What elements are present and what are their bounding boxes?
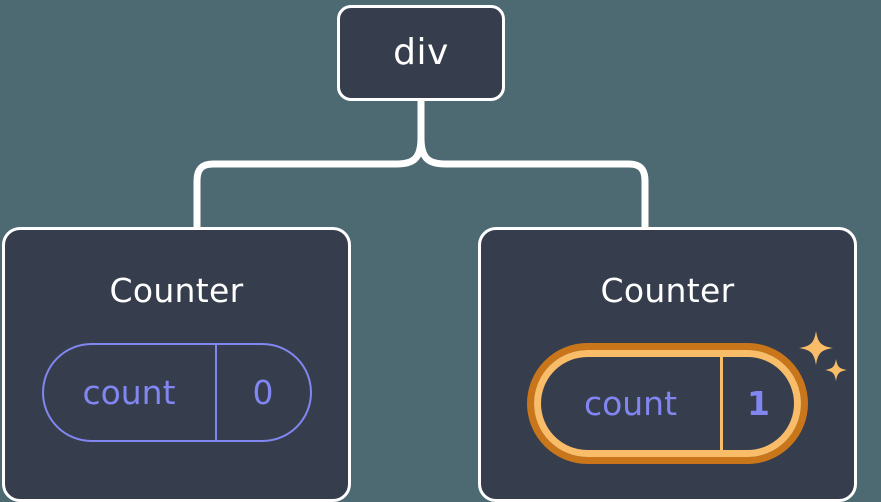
state-pill-right[interactable]: count 1 (534, 350, 801, 457)
state-key-right: count (583, 384, 678, 423)
node-div[interactable]: div (337, 5, 505, 101)
sparkle-large-icon (799, 331, 833, 365)
counter-left-state-wrap: count 0 (41, 343, 312, 442)
connector-branch-left (193, 134, 425, 231)
connector-branch-right (417, 134, 649, 231)
sparkle-small-icon (825, 359, 847, 381)
counter-right-title: Counter (600, 271, 735, 310)
state-pill-left[interactable]: count 0 (41, 343, 312, 442)
counter-right-state-wrap: count 1 (527, 331, 847, 464)
state-value-left: 0 (214, 345, 310, 440)
node-counter-left[interactable]: Counter count 0 (2, 227, 351, 502)
counter-left-title: Counter (109, 271, 244, 310)
node-div-label: div (393, 32, 449, 73)
state-pill-right-highlight-ring: count 1 (527, 343, 808, 464)
state-value-right: 1 (720, 357, 794, 450)
state-key-left: count (82, 373, 176, 412)
node-counter-right[interactable]: Counter count 1 (478, 227, 857, 502)
